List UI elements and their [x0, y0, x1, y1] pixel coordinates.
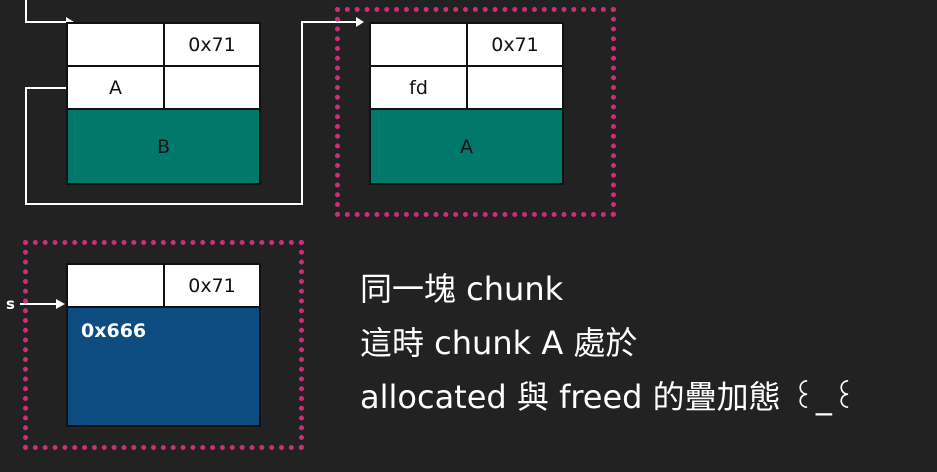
- chunk-a-size-cell: 0x71: [466, 22, 564, 67]
- chunk-a-highlight-frame: [335, 7, 616, 217]
- arrowhead-icon: [356, 17, 364, 27]
- chunk-s-data-value: 0x666: [81, 320, 147, 342]
- pointer-line-in: [25, 0, 66, 23]
- pointer-label-s: s: [6, 295, 15, 313]
- chunk-s-size-cell: 0x71: [163, 263, 261, 308]
- chunk-s-highlight-frame: [23, 240, 304, 450]
- chunk-s-prev-size-cell: [66, 263, 165, 308]
- chunk-b-size-cell: 0x71: [163, 22, 261, 67]
- chunk-s-data-cell: 0x666: [66, 306, 261, 427]
- chunk-a-data-cell: A: [369, 108, 564, 185]
- chunk-a-prev-size-cell: [369, 22, 468, 67]
- chunk-a-fd-cell: fd: [369, 65, 468, 110]
- caption-line-3: allocated 與 freed 的疊加態 ꒰_꒰: [360, 378, 857, 416]
- chunk-b-empty-cell: [163, 65, 261, 110]
- pointer-line-fd: [25, 21, 356, 205]
- chunk-a-empty-cell: [466, 65, 564, 110]
- chunk-b-data-cell: B: [66, 108, 261, 185]
- caption-line-2: 這時 chunk A 處於: [360, 324, 638, 362]
- chunk-b-prev-size-cell: [66, 22, 165, 67]
- arrowhead-icon: [56, 299, 65, 309]
- caption-line-1: 同一塊 chunk: [360, 270, 564, 308]
- chunk-b-prev-cell: A: [66, 65, 165, 110]
